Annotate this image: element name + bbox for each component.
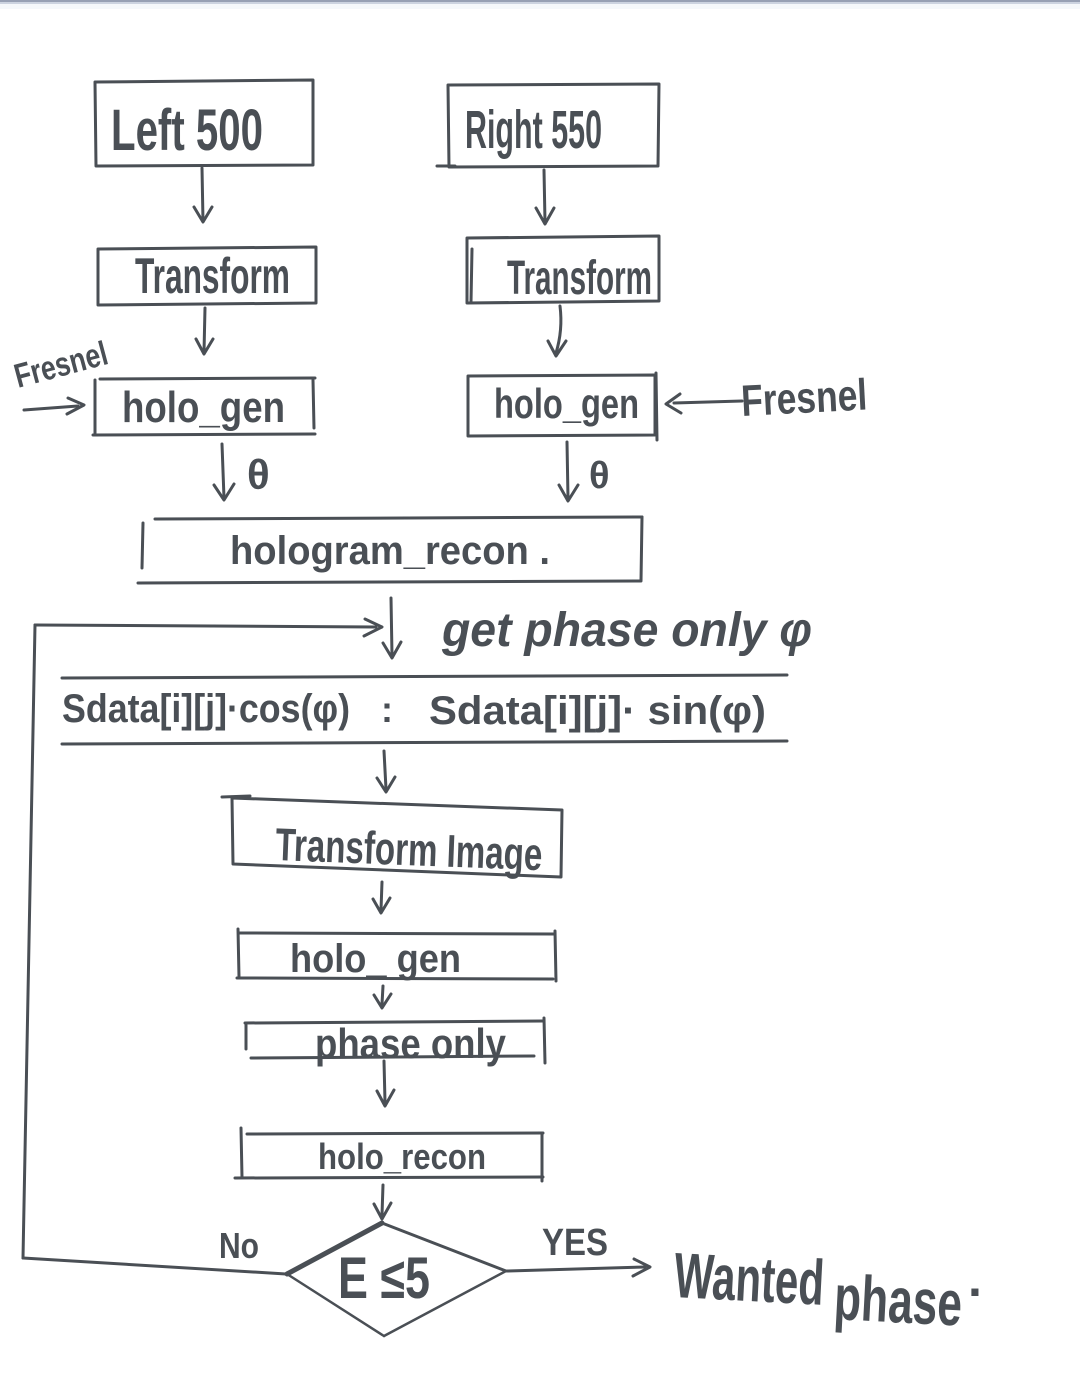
svg-text:Sdata[i][j]·cos(φ): Sdata[i][j]·cos(φ) [62,687,350,731]
svg-text:Fresnel: Fresnel [740,370,868,426]
svg-text:holo_gen: holo_gen [122,383,285,432]
svg-text:θ: θ [247,451,270,498]
svg-text:phase: phase [832,1261,964,1340]
svg-text:get phase only φ: get phase only φ [441,604,812,657]
svg-text:hologram_recon .: hologram_recon . [230,529,550,573]
svg-text:E ≤5: E ≤5 [338,1246,430,1311]
svg-text:Right 550: Right 550 [465,100,602,160]
svg-text:Sdata[i][j]· sin(φ): Sdata[i][j]· sin(φ) [429,689,766,733]
svg-text:Transform: Transform [507,252,652,305]
svg-text:θ: θ [589,455,610,497]
svg-text:holo_recon: holo_recon [318,1136,486,1177]
svg-text::: : [381,689,393,730]
svg-text:No: No [219,1225,259,1266]
svg-text:holo_ gen: holo_ gen [290,937,461,981]
svg-text:Transform: Transform [135,248,290,304]
svg-text:holo_gen: holo_gen [494,380,639,427]
svg-text:Left 500: Left 500 [111,98,263,163]
svg-text:Wanted: Wanted [672,1239,826,1319]
svg-text:YES: YES [542,1222,608,1264]
svg-text:Transform Image: Transform Image [275,818,544,880]
svg-text:.: . [968,1251,982,1307]
svg-text:phase only: phase only [315,1020,507,1067]
